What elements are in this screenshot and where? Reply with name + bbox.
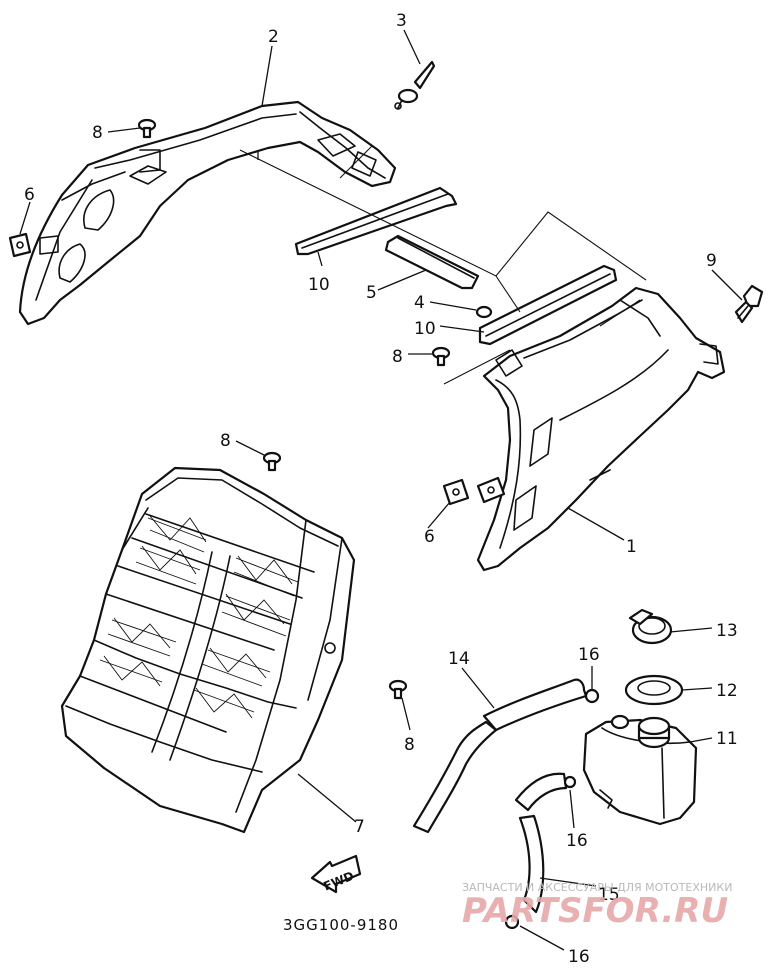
- callout-13: 13: [716, 621, 738, 641]
- callout-11: 11: [716, 729, 738, 749]
- part-11-reservoir-tank: [582, 714, 698, 826]
- part-code: 3GG100-9180: [283, 916, 399, 934]
- part-6-clip-left: [8, 232, 32, 258]
- callout-8-top: 8: [92, 123, 103, 143]
- watermark-tagline: ЗАПЧАСТИ И АКСЕССУАРЫ ДЛЯ МОТОТЕХНИКИ: [462, 881, 732, 894]
- part-8-screw-radiator-top: [262, 451, 282, 472]
- callout-16-middle: 16: [566, 831, 588, 851]
- callout-6-top: 6: [24, 185, 35, 205]
- part-14-hose: [412, 678, 588, 834]
- part-15-hose: [514, 772, 568, 914]
- callout-6-bottom: 6: [424, 527, 435, 547]
- callout-12: 12: [716, 681, 738, 701]
- part-8-screw-top: [137, 118, 157, 139]
- callout-labels: 1 2 3 4 5 6 6 7 8 8 8 8 9 10 10 11 12 13…: [24, 11, 738, 967]
- callout-9: 9: [706, 251, 717, 271]
- fwd-arrow-icon: FWD: [310, 854, 362, 893]
- callout-8-mid: 8: [392, 347, 403, 367]
- callout-8-radiator-side: 8: [404, 735, 415, 755]
- part-16-clamp-lower: [504, 914, 520, 930]
- part-8-screw-mid: [431, 346, 451, 367]
- part-10-lower-strip: [478, 264, 618, 346]
- watermark: ЗАПЧАСТИ И АКСЕССУАРЫ ДЛЯ МОТОТЕХНИКИ PA…: [462, 881, 732, 931]
- callout-8-radiator-top: 8: [220, 431, 231, 451]
- watermark-logo: PARTSFOR.RU: [462, 891, 728, 931]
- part-5-foam-strip: [384, 234, 480, 290]
- part-4-clip: [475, 305, 493, 319]
- callout-10-upper: 10: [308, 275, 330, 295]
- callout-16-lower: 16: [568, 947, 590, 967]
- part-12-seal-ring: [624, 674, 684, 706]
- callout-5: 5: [366, 283, 377, 303]
- callout-3: 3: [396, 11, 407, 31]
- part-13-cap: [628, 608, 673, 645]
- part-16-clamp-upper: [584, 688, 600, 704]
- part-16-clamp-middle: [563, 775, 577, 789]
- part-9-bolt: [734, 284, 764, 324]
- callout-2: 2: [268, 27, 279, 47]
- part-7-radiator-guard: [60, 466, 356, 834]
- callout-15: 15: [598, 885, 620, 905]
- callout-4: 4: [414, 293, 425, 313]
- part-10-upper-strip: [294, 186, 458, 256]
- part-6-clip-right: [442, 476, 506, 506]
- part-2-left-shroud: [18, 100, 397, 326]
- callout-14: 14: [448, 649, 470, 669]
- part-8-screw-radiator-side: [388, 679, 408, 700]
- callout-7: 7: [354, 817, 365, 837]
- callout-1: 1: [626, 537, 637, 557]
- leader-lines: [19, 29, 743, 951]
- part-3-rivet: [394, 60, 436, 110]
- callout-16-upper: 16: [578, 645, 600, 665]
- callout-10-lower: 10: [414, 319, 436, 339]
